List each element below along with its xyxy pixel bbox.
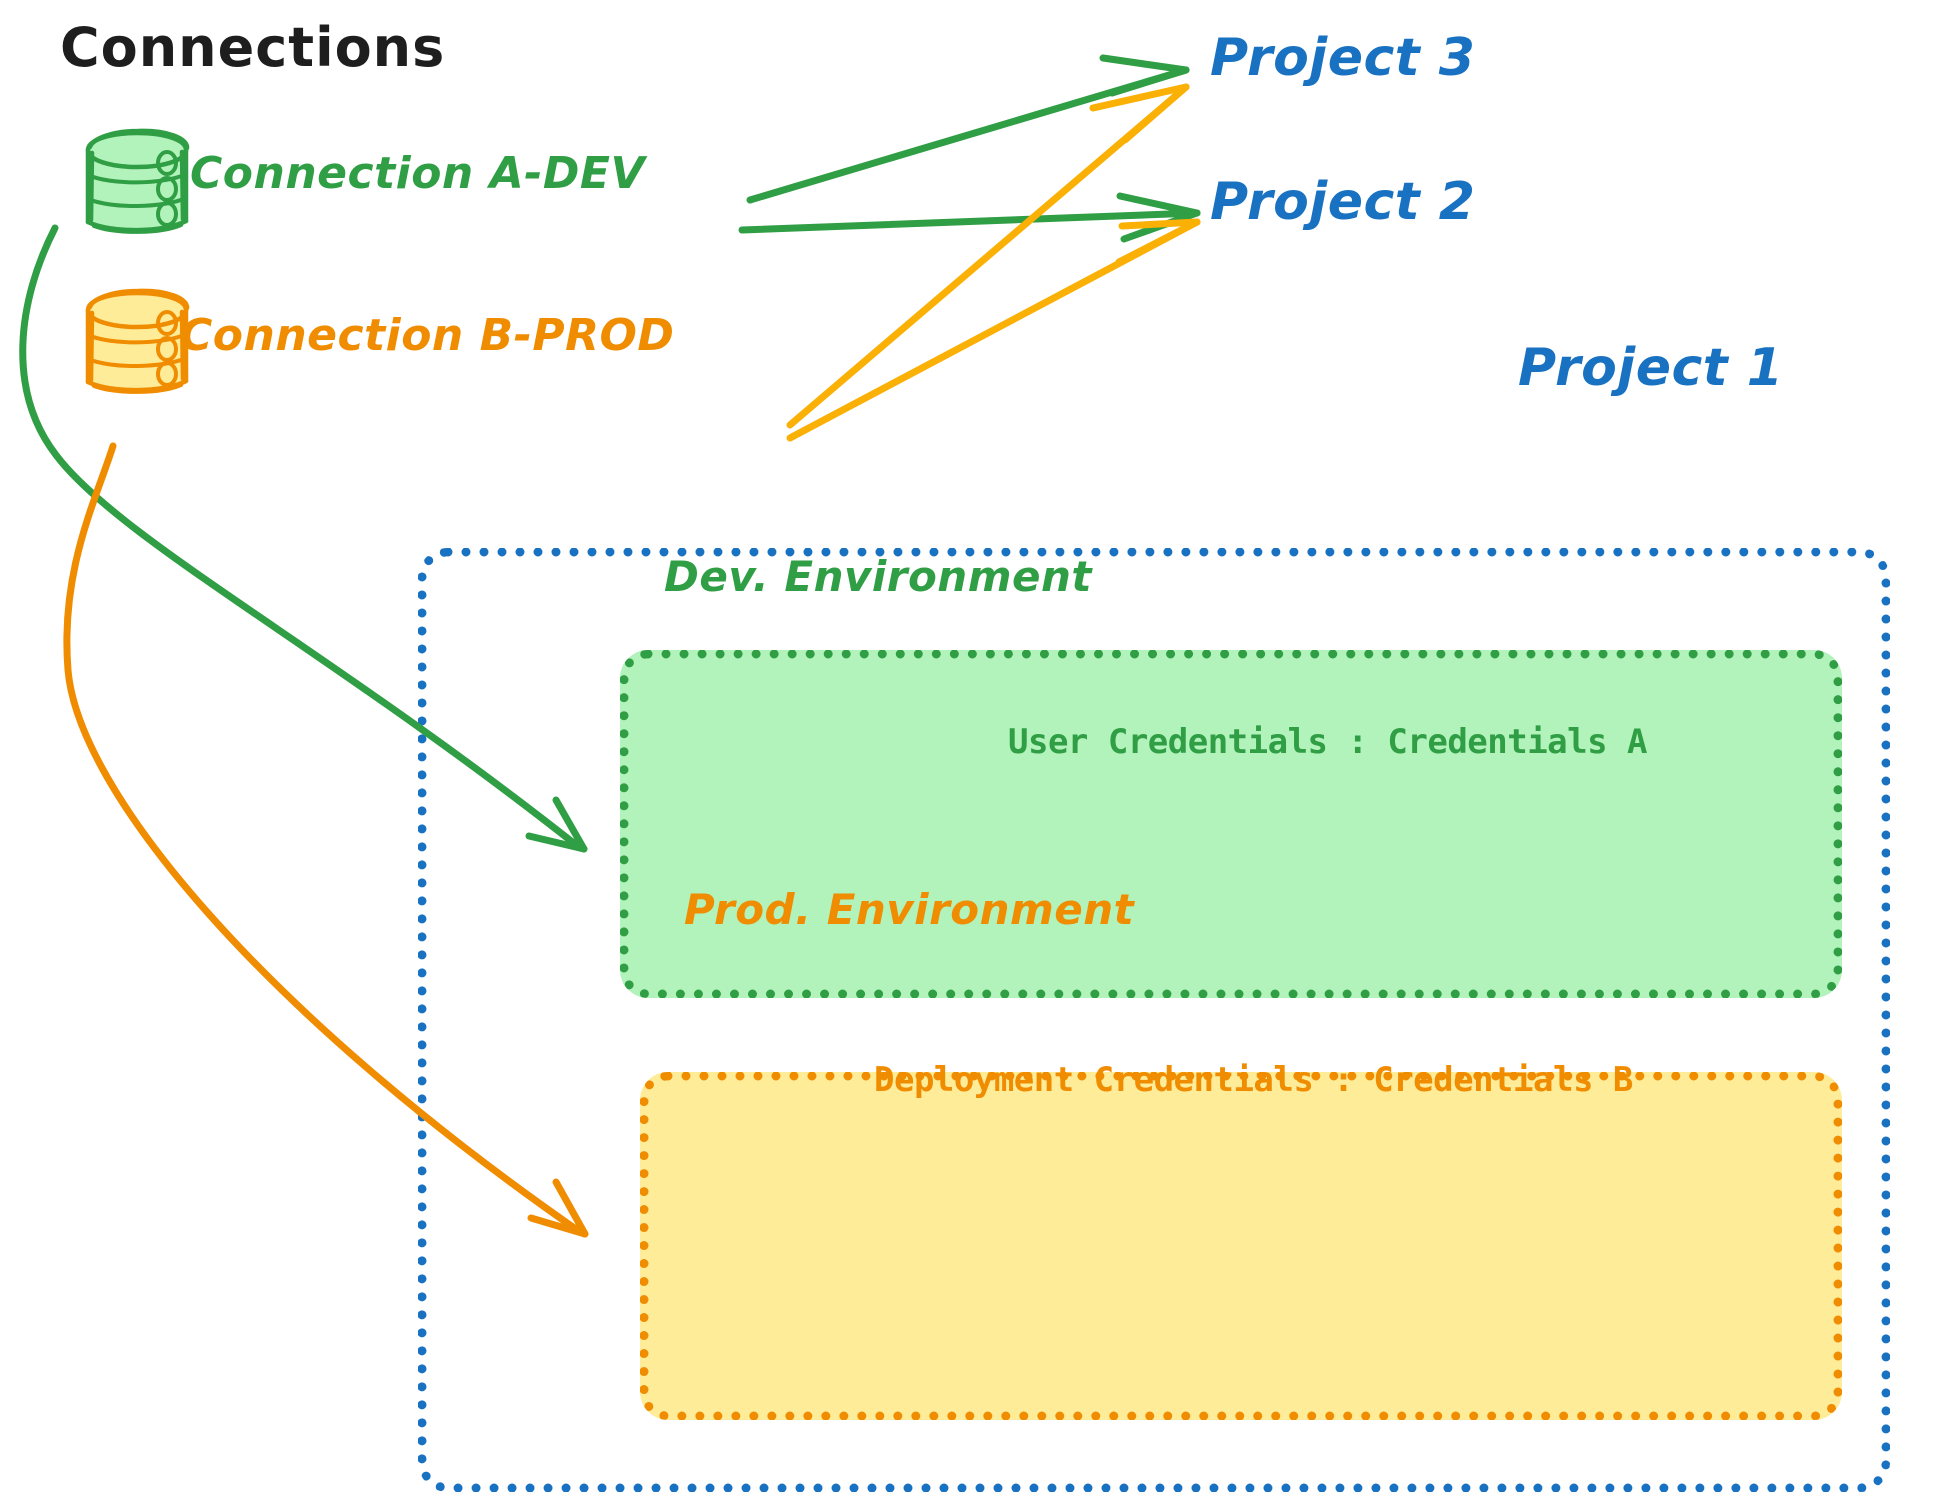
connection-a-dev-label[interactable]: Connection A-DEV [190, 148, 646, 199]
dev-environment-box[interactable] [620, 650, 1842, 998]
database-cylinder-icon-orange[interactable] [85, 288, 190, 394]
arrow-b-to-project2 [786, 218, 1201, 442]
project-1-label[interactable]: Project 1 [1518, 338, 1784, 398]
prod-environment-box[interactable] [640, 1072, 1842, 1420]
page-title: Connections [60, 16, 446, 79]
project-3-label[interactable]: Project 3 [1210, 28, 1476, 88]
prod-environment-title: Prod. Environment [684, 885, 1135, 934]
dev-environment-title: Dev. Environment [664, 552, 1092, 601]
arrow-b-to-project3 [786, 83, 1190, 429]
project-2-label[interactable]: Project 2 [1210, 172, 1476, 232]
database-cylinder-icon-green[interactable] [85, 128, 190, 234]
dev-environment-credentials: User Credentials : Credentials A [1008, 722, 1648, 762]
connection-b-prod-label[interactable]: Connection B-PROD [180, 310, 675, 361]
arrow-a-to-project3 [746, 54, 1190, 204]
prod-environment-credentials: Deployment Credentials : Credentials B [874, 1060, 1633, 1100]
arrow-a-to-project2 [738, 192, 1201, 243]
